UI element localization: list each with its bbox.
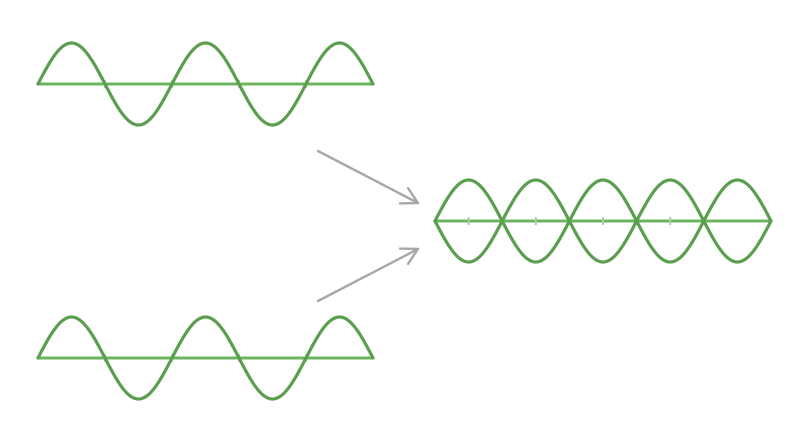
bottom-wave-group [36,315,375,401]
result-wave-mirror-curve [433,178,773,264]
arrow-top-shaft [316,149,420,205]
bottom-wave-curve [36,315,375,401]
arrows-group [316,149,420,303]
arrow-top-head [398,186,420,205]
arrow-bottom-shaft [316,247,420,303]
top-wave-group [36,41,375,127]
top-wave-curve [36,41,375,127]
result-wave-group [433,178,773,264]
arrow-bottom-head [398,247,420,266]
result-wave-curve [433,178,773,264]
